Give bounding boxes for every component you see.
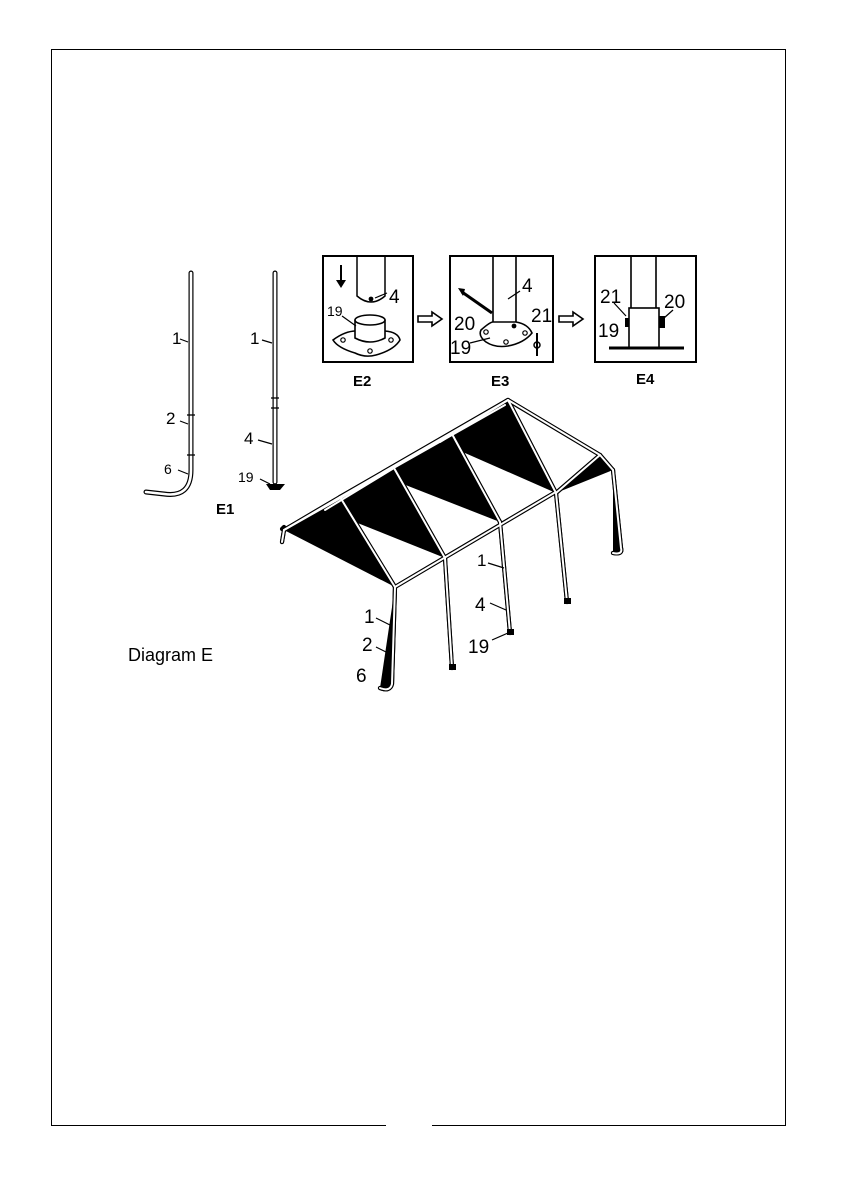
e1-label-4: 4 [244, 429, 253, 448]
frame-foot-plates [449, 598, 571, 670]
e1-label-19: 19 [238, 469, 254, 485]
e3-caption: E3 [491, 373, 509, 390]
e1-caption: E1 [216, 501, 234, 518]
e1-label-1: 1 [172, 329, 181, 348]
e1-label-2: 2 [166, 409, 175, 428]
frame-label-1b: 1 [477, 551, 486, 570]
arrow-e3-e4 [559, 312, 583, 326]
e3-label-21: 21 [531, 306, 552, 327]
e1-label-1b: 1 [250, 329, 259, 348]
e3-label-19: 19 [450, 338, 471, 359]
e2-label-4: 4 [389, 287, 400, 308]
e1-label-6: 6 [164, 461, 172, 477]
e4-label-21: 21 [600, 287, 621, 308]
e4-caption: E4 [636, 371, 655, 388]
e4-label-20: 20 [664, 292, 685, 313]
frame-label-1: 1 [364, 607, 375, 628]
e2-caption: E2 [353, 373, 371, 390]
e1-pipe-assembly-b [258, 273, 285, 490]
e2-label-19: 19 [327, 303, 343, 319]
frame-label-4: 4 [475, 595, 486, 616]
e4-label-19: 19 [598, 321, 619, 342]
e3-label-4: 4 [522, 276, 533, 297]
frame-label-6: 6 [356, 666, 367, 687]
diagram-title: Diagram E [128, 645, 213, 665]
frame-label-19: 19 [468, 637, 489, 658]
frame-label-2: 2 [362, 635, 373, 656]
arrow-e2-e3 [418, 312, 442, 326]
e3-label-20: 20 [454, 314, 475, 335]
